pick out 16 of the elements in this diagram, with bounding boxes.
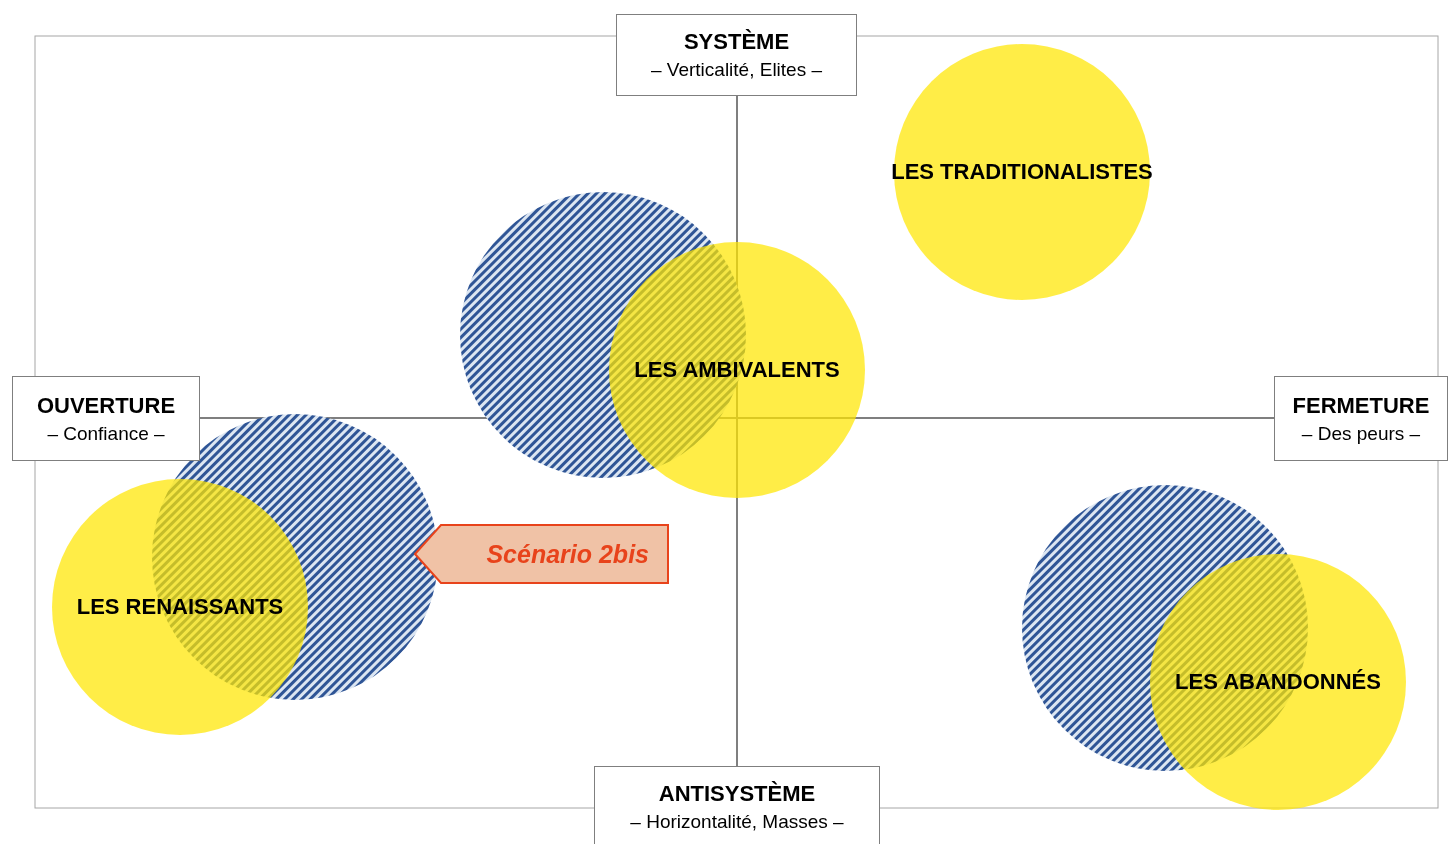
axis-title: FERMETURE xyxy=(1292,392,1430,419)
axis-label-box xyxy=(1274,376,1448,461)
axis-subtitle: – Horizontalité, Masses – xyxy=(630,811,844,833)
axis-title: ANTISYSTÈME xyxy=(658,781,816,807)
group-label: LES ABANDONNÉS xyxy=(1175,669,1381,695)
axis-label-box xyxy=(12,376,200,461)
axis-subtitle: – Des peurs – xyxy=(1301,422,1421,445)
axis-title: SYSTÈME xyxy=(683,29,790,55)
callout-label: Scénario 2bis xyxy=(486,539,649,569)
group-label: LES RENAISSANTS xyxy=(76,594,284,620)
axis-subtitle: – Verticalité, Elites – xyxy=(650,59,823,81)
axis-title: OUVERTURE xyxy=(36,392,176,419)
axis-subtitle: – Confiance – xyxy=(47,422,165,445)
axis-label-box xyxy=(594,766,880,844)
axis-label-box xyxy=(616,14,857,96)
group-label: LES AMBIVALENTS xyxy=(634,357,840,383)
